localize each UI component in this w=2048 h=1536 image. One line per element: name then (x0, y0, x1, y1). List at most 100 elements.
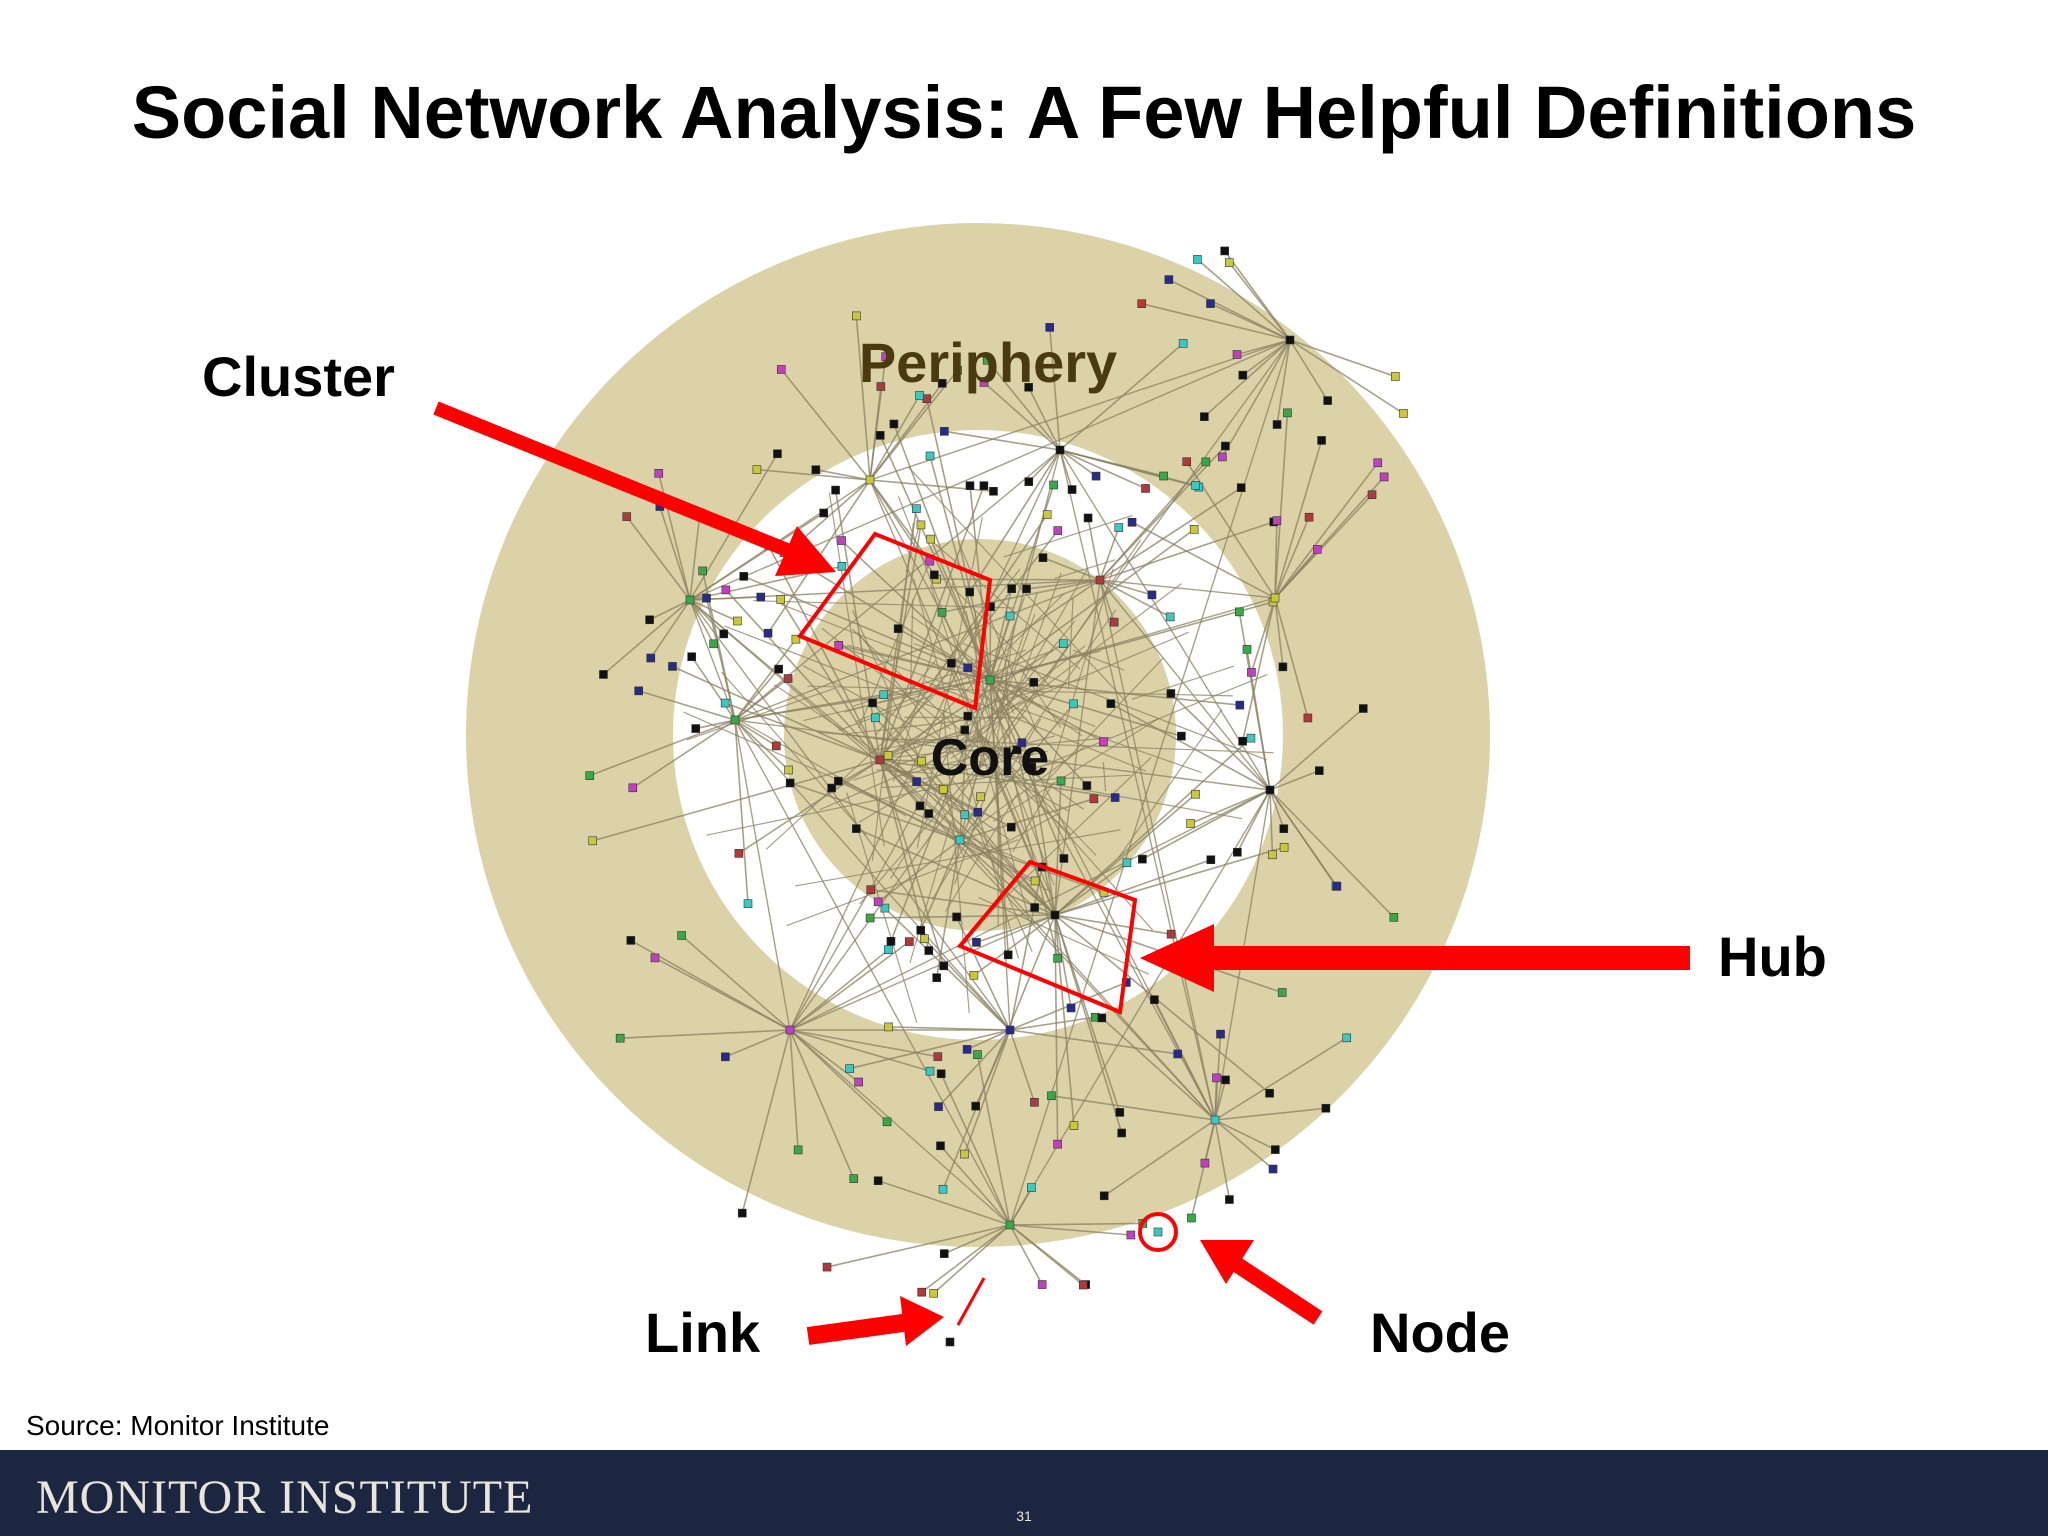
network-link (738, 759, 881, 855)
network-link (741, 1029, 791, 1214)
network-node (1030, 876, 1040, 886)
network-link (869, 395, 921, 481)
hub-highlight-box (956, 859, 1138, 1015)
network-link (1274, 516, 1310, 599)
network-node (1007, 584, 1016, 593)
network-nodes (585, 246, 1408, 1347)
cluster-arrow (433, 401, 836, 576)
network-node (1083, 513, 1093, 523)
cluster-highlight-box (796, 531, 993, 711)
network-link (971, 597, 1026, 740)
network-node (1265, 1088, 1274, 1098)
network-link (974, 1029, 1011, 1107)
slide-title: Social Network Analysis: A Few Helpful D… (131, 71, 1917, 154)
network-link (1099, 579, 1276, 599)
network-link (1059, 449, 1271, 791)
network-node (926, 534, 936, 544)
network-node (785, 1025, 795, 1035)
network-link (1015, 572, 1062, 695)
network-link (1012, 781, 1054, 852)
network-node (1265, 785, 1275, 795)
network-node (845, 1064, 855, 1073)
network-node (773, 449, 782, 459)
network-node (1038, 553, 1048, 562)
network-node (1153, 1227, 1163, 1237)
network-node (721, 585, 731, 595)
network-node (834, 641, 844, 650)
network-node (784, 765, 793, 775)
network-node (875, 431, 885, 440)
network-node (1277, 988, 1287, 997)
network-link (1269, 789, 1338, 887)
network-node (1278, 662, 1288, 672)
network-link (897, 627, 991, 681)
network-node (929, 1288, 939, 1298)
network-node (1097, 1013, 1107, 1023)
network-node (1182, 457, 1192, 466)
network-link (1001, 774, 1243, 820)
network-link (789, 789, 1271, 1031)
network-node (940, 427, 949, 436)
network-link (1289, 339, 1396, 378)
network-link (1276, 339, 1291, 425)
network-link (724, 625, 973, 723)
network-node (917, 756, 926, 766)
source-citation: Source: Monitor Institute (26, 1410, 330, 1441)
network-link (1059, 449, 1073, 490)
network-diagram: Periphery Core (433, 223, 1690, 1347)
network-node (1127, 517, 1137, 527)
network-node (965, 481, 975, 490)
network-link (1168, 278, 1291, 341)
network-link (1236, 339, 1291, 356)
network-link (913, 642, 1004, 680)
network-node (916, 925, 926, 935)
network-link (898, 735, 1056, 777)
network-link (1003, 514, 1133, 558)
brand-logo: MONITOR INSTITUTE (36, 1471, 534, 1524)
network-node (1191, 481, 1200, 490)
network-link (789, 1029, 931, 1072)
network-node (763, 628, 773, 638)
network-link (1059, 449, 1097, 477)
network-link (1289, 339, 1404, 415)
network-node (1150, 995, 1159, 1004)
network-node (925, 451, 935, 461)
network-node (938, 1184, 948, 1194)
network-node (1078, 1280, 1088, 1290)
network-node (1178, 339, 1188, 348)
network-node (1017, 738, 1027, 748)
network-node (1045, 323, 1055, 332)
network-link (689, 512, 701, 601)
network-link (875, 733, 971, 751)
network-node (730, 715, 740, 725)
network-node (1066, 1003, 1076, 1013)
network-link (967, 591, 1039, 802)
network-node (634, 686, 643, 696)
network-node (819, 508, 828, 518)
network-link (1274, 412, 1289, 599)
network-link (1042, 556, 1101, 581)
network-node (1332, 882, 1342, 891)
network-link (909, 599, 914, 696)
network-node (1224, 258, 1234, 267)
network-link (620, 1029, 791, 1039)
network-link (857, 631, 960, 763)
network-node (1236, 483, 1246, 492)
network-node (1235, 700, 1245, 710)
network-node (1221, 1075, 1230, 1085)
network-link (959, 796, 982, 841)
network-node (1053, 953, 1062, 963)
network-node (1117, 1128, 1126, 1138)
network-node (880, 903, 890, 913)
network-node (945, 1337, 955, 1347)
network-link (1221, 339, 1291, 458)
network-link (869, 369, 959, 481)
network-link (989, 679, 1182, 737)
network-link (1009, 866, 1043, 1031)
network-node (1191, 789, 1200, 799)
network-node (1220, 246, 1229, 256)
network-link (821, 627, 952, 730)
network-node (953, 366, 962, 375)
footer-bar: MONITOR INSTITUTE 31 (0, 1450, 2048, 1536)
network-node (774, 664, 783, 674)
